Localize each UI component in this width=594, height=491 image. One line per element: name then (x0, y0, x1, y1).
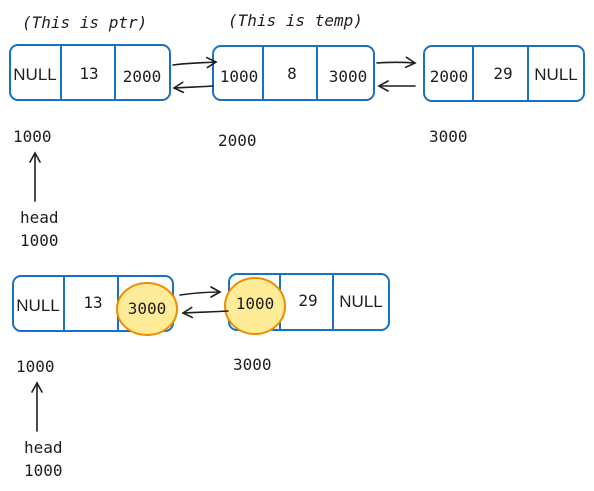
bottom-node-2: 1000 29 NULL (224, 273, 390, 335)
bottom-node-1-prev: NULL (16, 296, 59, 315)
top-node-1-address: 1000 (13, 127, 52, 146)
top-node-1-next: 2000 (123, 67, 162, 86)
top-arrow-1-to-2 (172, 56, 218, 69)
temp-label: (This is temp) (228, 11, 363, 30)
top-node-2-next: 3000 (329, 67, 368, 86)
top-node-1-value: 13 (79, 64, 98, 83)
bottom-node-2-prev: 1000 (236, 294, 275, 313)
bottom-arrow-1-to-2 (179, 286, 222, 298)
ptr-label: (This is ptr) (22, 13, 147, 32)
bottom-node-1: NULL 13 3000 (12, 275, 178, 336)
bottom-node-1-next: 3000 (128, 299, 167, 318)
bottom-head-label: head (24, 438, 63, 457)
top-node-3: 2000 29 NULL (423, 45, 585, 102)
top-head-value: 1000 (20, 231, 59, 250)
bottom-node-2-next: NULL (339, 292, 382, 311)
top-arrow-2-to-3 (376, 56, 417, 69)
top-node-3-value: 29 (493, 64, 512, 83)
top-head-label: head (20, 208, 59, 227)
top-node-1-prev: NULL (13, 65, 56, 84)
top-arrow-2-to-1 (172, 81, 214, 94)
bottom-node-1-next-highlight (116, 282, 178, 336)
bottom-node-2-value: 29 (298, 291, 317, 310)
bottom-head-value: 1000 (24, 461, 63, 480)
bottom-arrow-2-to-1 (181, 306, 229, 319)
top-node-3-address: 3000 (429, 127, 468, 146)
bottom-node-2-address: 3000 (233, 355, 272, 374)
top-node-2: 1000 8 3000 (212, 45, 375, 101)
bottom-node-1-value: 13 (83, 293, 102, 312)
top-node-2-prev: 1000 (220, 67, 259, 86)
top-node-2-value: 8 (287, 64, 297, 83)
top-node-3-next: NULL (534, 65, 577, 84)
bottom-node-2-prev-highlight (224, 277, 286, 335)
top-node-2-address: 2000 (218, 131, 257, 150)
top-node-3-prev: 2000 (430, 67, 469, 86)
bottom-node-1-address: 1000 (16, 357, 55, 376)
top-node-1: NULL 13 2000 (9, 44, 171, 101)
